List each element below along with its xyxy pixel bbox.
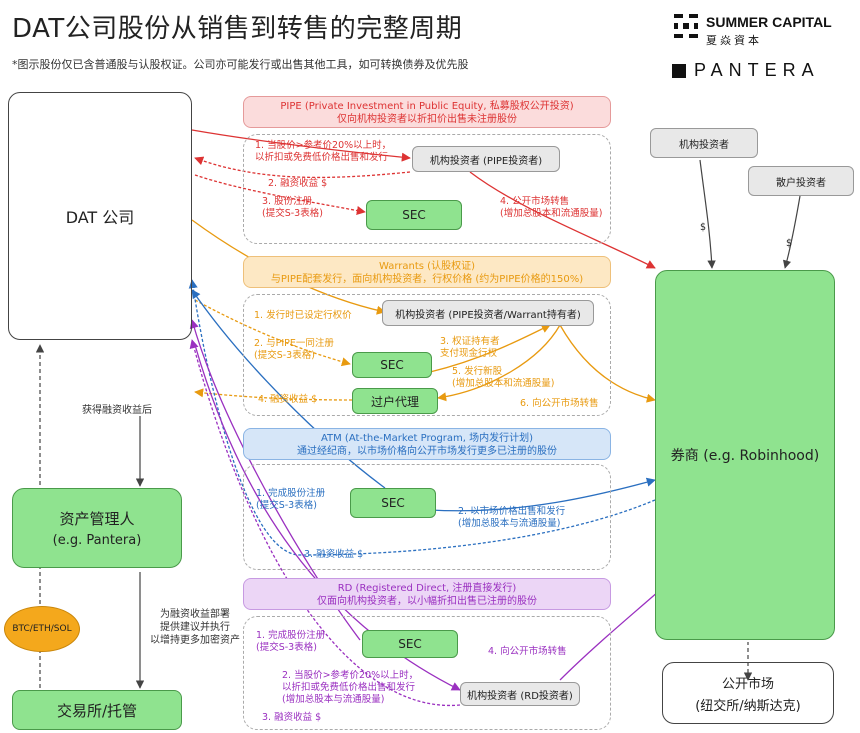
- summer-capital-logo: SUMMER CAPITAL 夏焱資本: [672, 12, 832, 48]
- warrants-step-5-line-2: (增加总股本和流通股量): [452, 378, 555, 389]
- page-subtitle: *图示股份仅已含普通股与认股权证。公司亦可能发行或出售其他工具，如可转换债券及优…: [12, 58, 469, 71]
- warrants-step-3-line-2: 支付现金行权: [440, 348, 498, 359]
- rd-sec-node: SEC: [362, 630, 458, 658]
- pipe-step-3-line-1: 3. 股份注册: [262, 196, 313, 207]
- atm-header: ATM (At-the-Market Program, 场内发行计划) 通过经纪…: [243, 428, 611, 460]
- warrants-step-3: 3. 权证持有者支付现金行权: [440, 336, 500, 360]
- public-market-exchanges: (纽交所/纳斯达克): [695, 698, 801, 714]
- summer-capital-cn: 夏焱資本: [706, 34, 762, 47]
- deploy-note: 为融资收益部署 提供建议并执行 以增持更多加密资产: [150, 608, 240, 647]
- atm-step-1-line-1: 1. 完成股份注册: [256, 488, 326, 499]
- summer-capital-icon: [674, 14, 698, 38]
- rd-step-2-line-2: 以折扣或免费低价格出售和发行: [282, 682, 416, 693]
- retail-investors-node: 散户投资者: [748, 166, 854, 196]
- pipe-step-3: 3. 股份注册(提交S-3表格): [262, 196, 323, 220]
- warrants-sec-node: SEC: [352, 352, 432, 378]
- pipe-section: [243, 134, 611, 244]
- exchange-custody-node: 交易所/托管: [12, 690, 182, 730]
- atm-step-2-line-1: 2. 以市场价格出售和发行: [458, 506, 566, 517]
- warrants-header: Warrants (认股权证) 与PIPE配套发行，面向机构投资者，行权价格 (…: [243, 256, 611, 288]
- warrants-step-2: 2. 与PIPE一同注册(提交S-3表格): [254, 338, 334, 362]
- crypto-asset-node: BTC/ETH/SOL: [4, 606, 80, 652]
- pipe-step-1-line-1: 1. 当股价>参考价20%以上时，: [255, 140, 392, 151]
- public-market-node: 公开市场 (纽交所/纳斯达克): [662, 662, 834, 724]
- atm-section: [243, 464, 611, 570]
- deploy-note-line-2: 提供建议并执行: [160, 622, 230, 633]
- rd-step-1-line-1: 1. 完成股份注册: [256, 630, 326, 641]
- rd-step-1: 1. 完成股份注册(提交S-3表格): [256, 630, 325, 654]
- asset-manager-label: 资产管理人: [59, 510, 135, 528]
- after-financing-note: 获得融资收益后: [82, 405, 152, 416]
- rd-section: [243, 616, 611, 730]
- warrants-step-2-line-1: 2. 与PIPE一同注册: [254, 338, 334, 349]
- warrants-step-5: 5. 发行新股(增加总股本和流通股量): [452, 366, 554, 390]
- transfer-agent-node: 过户代理: [352, 388, 438, 414]
- dat-company-node: DAT 公司: [8, 92, 192, 340]
- pipe-step-2: 2. 融资收益 $: [268, 178, 328, 189]
- pipe-step-3-line-2: (提交S-3表格): [262, 208, 323, 219]
- atm-step-2: 2. 以市场价格出售和发行(增加总股本与流通股量): [458, 506, 565, 530]
- pipe-header-title: PIPE (Private Investment in Public Equit…: [280, 101, 574, 112]
- atm-sec-node: SEC: [350, 488, 436, 518]
- pantera-icon: [672, 63, 686, 78]
- asset-manager-node: 资产管理人 (e.g. Pantera): [12, 488, 182, 568]
- warrants-step-3-line-1: 3. 权证持有者: [440, 336, 500, 347]
- rd-header-desc: 仅面向机构投资者，以小幅折扣出售已注册的股份: [317, 596, 537, 607]
- institutional-investors-node: 机构投资者: [650, 128, 758, 158]
- pipe-step-4-line-1: 4. 公开市场转售: [500, 196, 570, 207]
- public-market-label: 公开市场: [721, 676, 774, 692]
- page-title: DAT公司股份从销售到转售的完整周期: [12, 14, 463, 44]
- pipe-step-1-line-2: 以折扣或免费低价格出售和发行: [255, 152, 389, 163]
- warrants-step-6: 6. 向公开市场转售: [520, 398, 599, 409]
- rd-step-3: 3. 融资收益 $: [262, 712, 322, 723]
- atm-step-3: 3. 融资收益 $: [304, 549, 364, 560]
- warrants-header-desc: 与PIPE配套发行，面向机构投资者，行权价格 (约为PIPE价格的150%): [270, 274, 584, 285]
- pantera-logo: PANTERA: [672, 60, 820, 81]
- rd-step-4: 4. 向公开市场转售: [488, 646, 567, 657]
- rd-step-2-line-3: (增加总股本与流通股量): [282, 694, 385, 705]
- pantera-text: PANTERA: [694, 60, 820, 80]
- pipe-header: PIPE (Private Investment in Public Equit…: [243, 96, 611, 128]
- rd-step-2-line-1: 2. 当股价>参考价20%以上时，: [282, 670, 419, 681]
- warrants-step-5-line-1: 5. 发行新股: [452, 366, 503, 377]
- rd-header-title: RD (Registered Direct, 注册直接发行): [337, 583, 517, 594]
- warrants-step-4: 4. 融资收益 $: [258, 394, 318, 405]
- warrants-step-2-line-2: (提交S-3表格): [254, 350, 315, 361]
- pipe-step-4-line-2: (增加总股本和流通股量): [500, 208, 603, 219]
- pipe-investor-node: 机构投资者 (PIPE投资者): [412, 146, 560, 172]
- warrants-header-title: Warrants (认股权证): [378, 261, 475, 272]
- rd-step-2: 2. 当股价>参考价20%以上时，以折扣或免费低价格出售和发行(增加总股本与流通…: [282, 670, 418, 706]
- dollar-label-institutional: $: [700, 222, 707, 233]
- atm-header-title: ATM (At-the-Market Program, 场内发行计划): [320, 433, 534, 444]
- pipe-header-desc: 仅向机构投资者以折扣价出售未注册股份: [337, 114, 517, 125]
- dollar-label-retail: $: [786, 238, 793, 249]
- rd-step-1-line-2: (提交S-3表格): [256, 642, 317, 653]
- pipe-step-4: 4. 公开市场转售(增加总股本和流通股量): [500, 196, 602, 220]
- pipe-step-1: 1. 当股价>参考价20%以上时，以折扣或免费低价格出售和发行: [255, 140, 391, 164]
- rd-header: RD (Registered Direct, 注册直接发行) 仅面向机构投资者，…: [243, 578, 611, 610]
- warrants-step-1: 1. 发行时已设定行权价: [254, 310, 352, 321]
- rd-investor-node: 机构投资者 (RD投资者): [460, 682, 580, 706]
- deploy-note-line-3: 以增持更多加密资产: [150, 635, 240, 646]
- atm-step-1: 1. 完成股份注册(提交S-3表格): [256, 488, 325, 512]
- pipe-sec-node: SEC: [366, 200, 462, 230]
- warrants-section: [243, 294, 611, 416]
- deploy-note-line-1: 为融资收益部署: [160, 609, 230, 620]
- asset-manager-example: (e.g. Pantera): [52, 533, 142, 548]
- atm-step-2-line-2: (增加总股本与流通股量): [458, 518, 561, 529]
- warrants-investor-node: 机构投资者 (PIPE投资者/Warrant持有者): [382, 300, 594, 326]
- atm-header-desc: 通过经纪商，以市场价格向公开市场发行更多已注册的股份: [297, 446, 557, 457]
- atm-step-1-line-2: (提交S-3表格): [256, 500, 317, 511]
- summer-capital-en: SUMMER CAPITAL: [706, 14, 832, 30]
- broker-node: 券商 (e.g. Robinhood): [655, 270, 835, 640]
